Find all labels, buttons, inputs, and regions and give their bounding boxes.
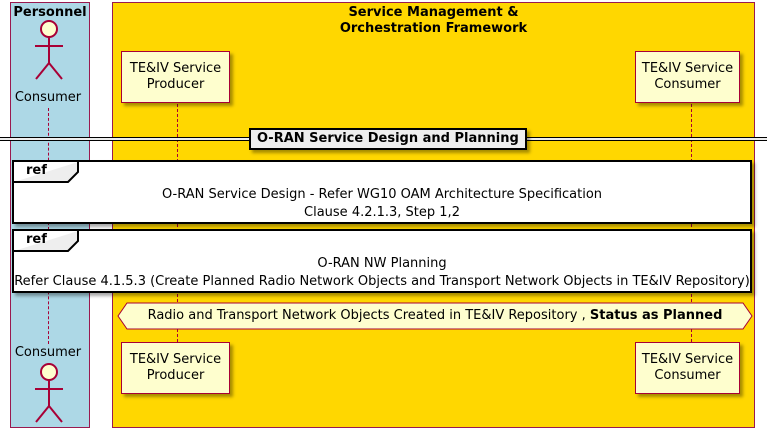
ref-1-line1: O-RAN Service Design - Refer WG10 OAM Ar… xyxy=(161,187,603,202)
consumer-actor-lifeline xyxy=(48,108,49,344)
consumer-participant-top: TE&IV Service Consumer xyxy=(635,51,740,103)
ref-tag-2: ref xyxy=(26,232,47,247)
ref-2-line1: O-RAN NW Planning xyxy=(317,256,447,271)
consumer-actor-icon-top xyxy=(35,20,63,80)
personnel-box-title: Personnel xyxy=(13,5,87,20)
ref-tag-1: ref xyxy=(26,163,47,178)
smo-box-title-line2: Orchestration Framework xyxy=(339,21,528,36)
status-text: Radio and Transport Network Objects Crea… xyxy=(147,308,586,323)
status-note: Radio and Transport Network Objects Crea… xyxy=(117,308,753,323)
producer-label-line1: TE&IV Service xyxy=(129,352,222,367)
ref-frame-service-design: ref O-RAN Service Design - Refer WG10 OA… xyxy=(12,160,752,224)
status-bold-text: Status as Planned xyxy=(589,308,723,323)
consumer-label-line2: Consumer xyxy=(654,368,721,383)
producer-participant-top: TE&IV Service Producer xyxy=(121,51,230,103)
ref-2-line2: Refer Clause 4.1.5.3 (Create Planned Rad… xyxy=(14,274,750,289)
producer-label-line2: Producer xyxy=(146,77,205,92)
consumer-actor-label-top: Consumer xyxy=(14,90,82,105)
producer-participant-bottom: TE&IV Service Producer xyxy=(121,342,230,394)
producer-label-line2: Producer xyxy=(146,368,205,383)
consumer-label-line1: TE&IV Service xyxy=(641,352,734,367)
ref-tab-shape xyxy=(14,162,79,183)
consumer-participant-bottom: TE&IV Service Consumer xyxy=(635,342,740,394)
producer-label-line1: TE&IV Service xyxy=(129,61,222,76)
ref-tab-shape xyxy=(14,231,79,252)
ref-1-line2: Clause 4.2.1.3, Step 1,2 xyxy=(304,205,460,220)
status-hexagon-shape xyxy=(117,302,753,330)
consumer-actor-icon-bottom xyxy=(35,363,63,423)
consumer-label-line2: Consumer xyxy=(654,77,721,92)
consumer-actor-label-bottom: Consumer xyxy=(14,345,82,360)
section-divider-label: O-RAN Service Design and Planning xyxy=(249,128,527,150)
ref-frame-nw-planning: ref O-RAN NW Planning Refer Clause 4.1.5… xyxy=(12,229,752,293)
consumer-label-line1: TE&IV Service xyxy=(641,61,734,76)
smo-box-title-line1: Service Management & xyxy=(348,5,519,20)
